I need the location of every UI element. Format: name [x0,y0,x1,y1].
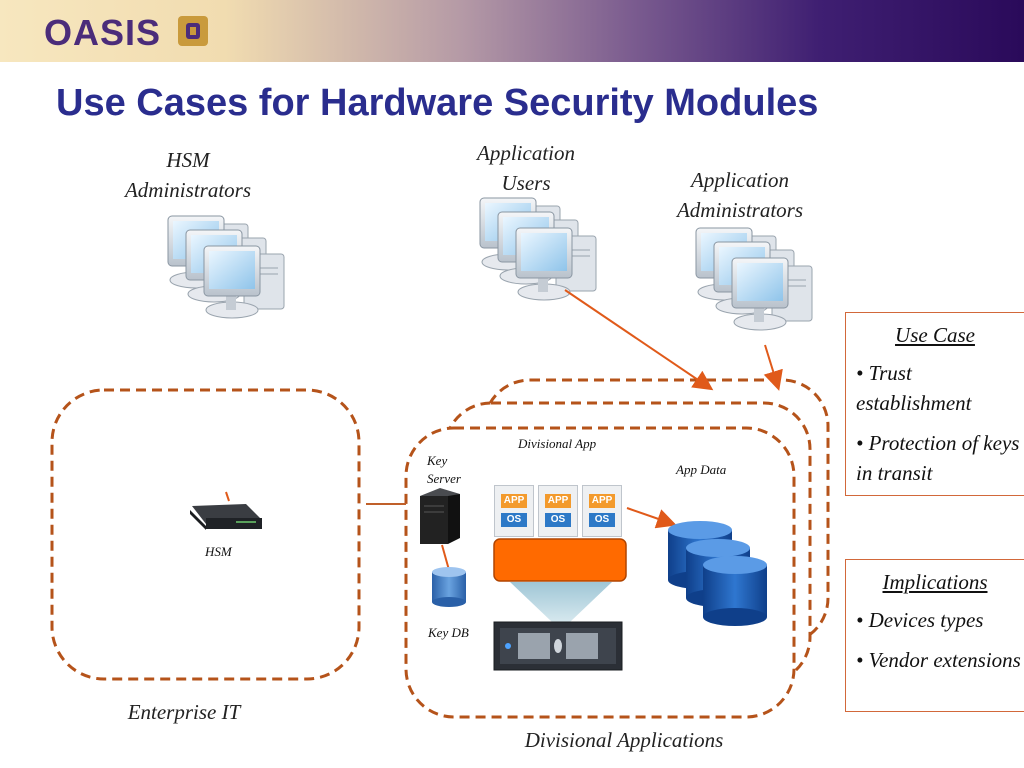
key-server-to-db-line [441,544,450,571]
use-case-item: • Protection of keys in transit [856,431,1020,485]
key-server-icon [420,488,460,544]
use-case-box: Use Case • Trust establishment • Protect… [845,312,1024,496]
key-server-label-line2: Server [427,471,461,486]
app-data-label: App Data [676,462,727,477]
app-label: APP [545,494,571,508]
use-case-item: • Trust establishment [856,361,972,415]
app-tile: APP OS [538,485,578,537]
key-db-icon [432,567,466,607]
divisional-applications-label: Divisional Applications [524,728,724,752]
hsm-admins-computers-icon [168,216,284,318]
physical-server-icon [493,621,623,671]
app-users-label-line2: Users [501,171,551,195]
key-server-label: Key Server [427,452,461,488]
app-label: APP [501,494,527,508]
app-users-label: Application Users [450,138,602,198]
app-users-computers-icon [480,198,596,300]
implications-heading: Implications [882,570,988,594]
hypervisor-bar [493,538,627,582]
app-admins-label: Application Administrators [650,165,830,225]
os-label: OS [501,513,527,527]
app-tile: APP OS [494,485,534,537]
page-title: Use Cases for Hardware Security Modules [56,82,819,124]
hsm-label: HSM [205,544,232,559]
apps-to-data-arrow [626,507,677,529]
os-label: OS [589,513,615,527]
divisional-app-label: Divisional App [518,436,597,451]
virtualization-funnel [510,582,612,622]
app-admins-label-line1: Application [691,168,789,192]
app-users-label-line1: Application [477,141,575,165]
implications-box: Implications • Devices types • Vendor ex… [845,559,1024,712]
app-users-arrow [564,289,714,391]
app-admins-computers-icon [696,228,812,330]
oasis-logo-mark-icon [178,16,208,46]
hsm-appliance-icon [190,491,262,530]
app-tile: APP OS [582,485,622,537]
key-server-label-line1: Key [427,453,448,468]
implications-item: • Devices types [856,608,984,632]
header-bar [0,0,1024,62]
hsm-admins-label-line2: Administrators [124,178,252,202]
hsm-admins-label-line1: HSM [166,148,210,172]
os-label: OS [545,513,571,527]
enterprise-it-region [50,388,361,681]
app-label: APP [589,494,615,508]
enterprise-it-label: Enterprise IT [127,700,241,724]
app-admins-arrow [763,344,783,391]
key-db-label: Key DB [428,625,469,640]
app-admins-label-line2: Administrators [676,198,804,222]
oasis-logo: OASIS [44,12,162,53]
app-tiles: APP OS APP OS APP OS [494,485,626,537]
hsm-admins-label: HSM Administrators [100,145,276,205]
use-case-heading: Use Case [895,323,975,347]
app-data-db-icon [668,521,767,626]
implications-item: • Vendor extensions [856,648,1021,672]
